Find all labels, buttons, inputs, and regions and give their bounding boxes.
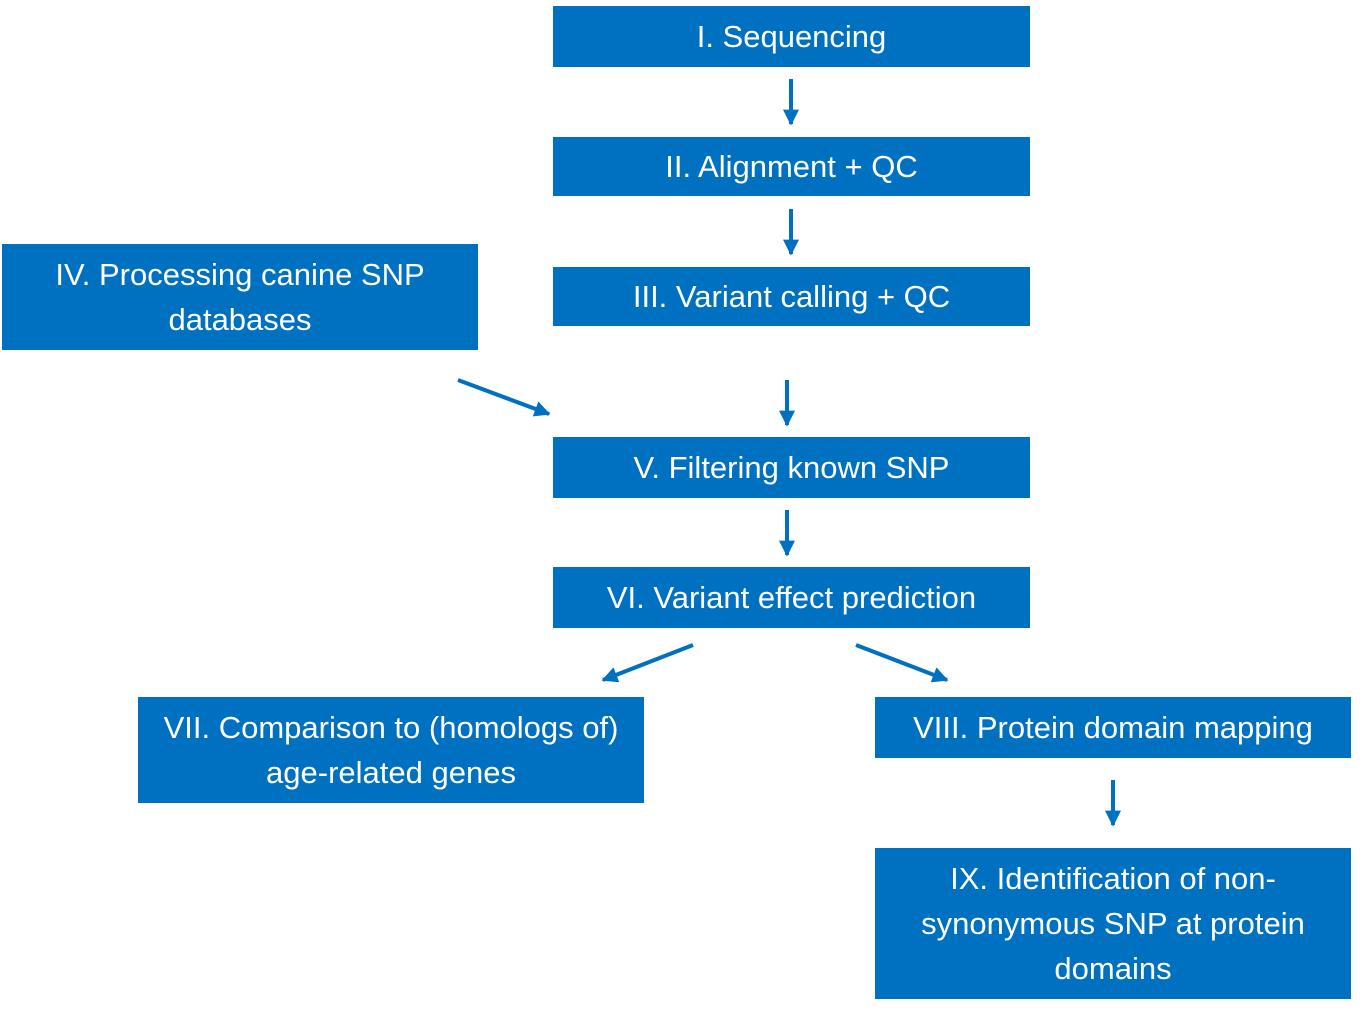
step-1-label: I. Sequencing [696,19,887,54]
step-4-processing-snp-databases: IV. Processing canine SNP databases [2,244,478,350]
step-8-label: VIII. Protein domain mapping [913,710,1313,745]
arrow-4-to-5 [457,378,551,417]
step-4-label: IV. Processing canine SNP databases [55,257,425,337]
step-2-alignment-qc: II. Alignment + QC [553,137,1030,196]
arrow-6-to-8 [855,643,949,683]
arrow-6-to-7 [601,643,694,683]
step-7-label: VII. Comparison to (homologs of) age-rel… [163,710,619,790]
step-3-label: III. Variant calling + QC [632,279,951,314]
step-6-variant-effect-prediction: VI. Variant effect prediction [553,567,1030,628]
step-2-label: II. Alignment + QC [665,149,918,184]
step-8-protein-domain-mapping: VIII. Protein domain mapping [875,697,1351,758]
step-9-identification-nonsynonymous-snp: IX. Identification of non-synonymous SNP… [875,848,1351,999]
step-1-sequencing: I. Sequencing [553,6,1030,67]
step-9-label: IX. Identification of non-synonymous SNP… [921,861,1305,986]
step-5-filtering-known-snp: V. Filtering known SNP [553,437,1030,498]
step-3-variant-calling-qc: III. Variant calling + QC [553,267,1030,326]
step-7-comparison-age-related-genes: VII. Comparison to (homologs of) age-rel… [138,697,644,803]
step-5-label: V. Filtering known SNP [633,450,950,485]
step-6-label: VI. Variant effect prediction [606,580,977,615]
